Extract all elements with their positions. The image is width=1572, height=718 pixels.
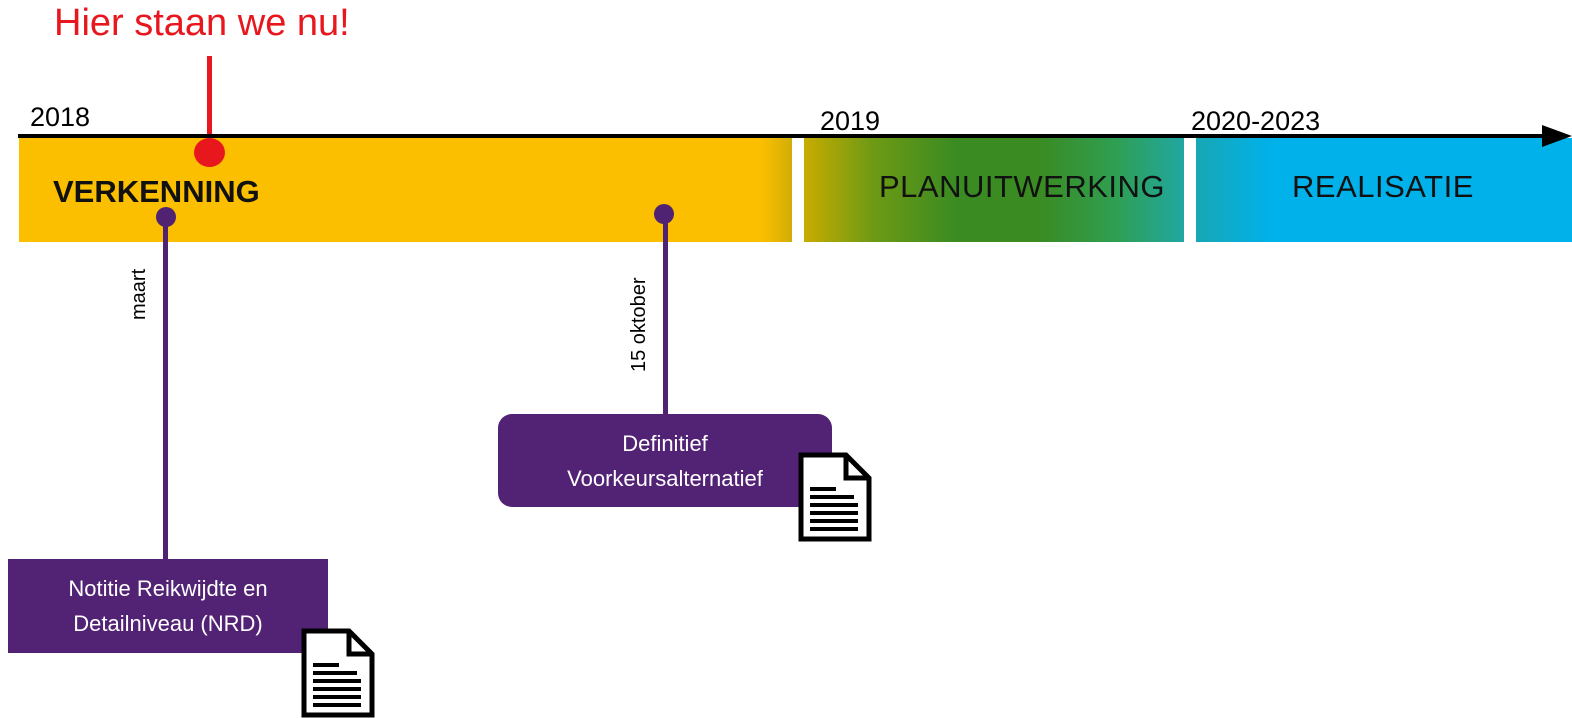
- milestone-stem-maart: [163, 217, 168, 561]
- current-position-dot: [194, 138, 225, 167]
- milestone-title-line: Definitief: [622, 430, 708, 456]
- year-label-2019: 2019: [820, 106, 881, 136]
- current-position-line: [207, 56, 212, 148]
- milestone-title-line: Voorkeursalternatief: [567, 465, 763, 491]
- phase-label: VERKENNING: [53, 174, 260, 209]
- milestone-title-line: Detailniveau (NRD): [73, 611, 263, 636]
- timeline-arrow-icon: [1542, 125, 1572, 147]
- phase-verkenning: VERKENNING: [19, 138, 792, 242]
- phase-realisatie: REALISATIE: [1196, 138, 1572, 242]
- milestone-stem-oktober: [663, 214, 668, 416]
- milestone-title-line: Notitie Reikwijdte en: [68, 576, 268, 601]
- phase-label: PLANUITWERKING: [878, 169, 1166, 204]
- milestone-card-voorkeursalternatief: Definitief Voorkeursalternatief: [498, 414, 832, 507]
- document-icon: [798, 452, 872, 542]
- document-icon: [301, 628, 375, 718]
- milestone-card-nrd: Notitie Reikwijdte en Detailniveau (NRD): [8, 559, 328, 653]
- current-position-label: Hier staan we nu!: [54, 2, 350, 44]
- year-label-2020-2023: 2020-2023: [1191, 106, 1321, 136]
- milestone-date-oktober: 15 oktober: [628, 277, 650, 372]
- milestone-date-maart: maart: [128, 268, 150, 320]
- phase-label: REALISATIE: [1292, 169, 1474, 204]
- phase-planuitwerking: PLANUITWERKING: [804, 138, 1184, 242]
- timeline-axis: [18, 134, 1548, 138]
- year-label-2018: 2018: [30, 102, 91, 132]
